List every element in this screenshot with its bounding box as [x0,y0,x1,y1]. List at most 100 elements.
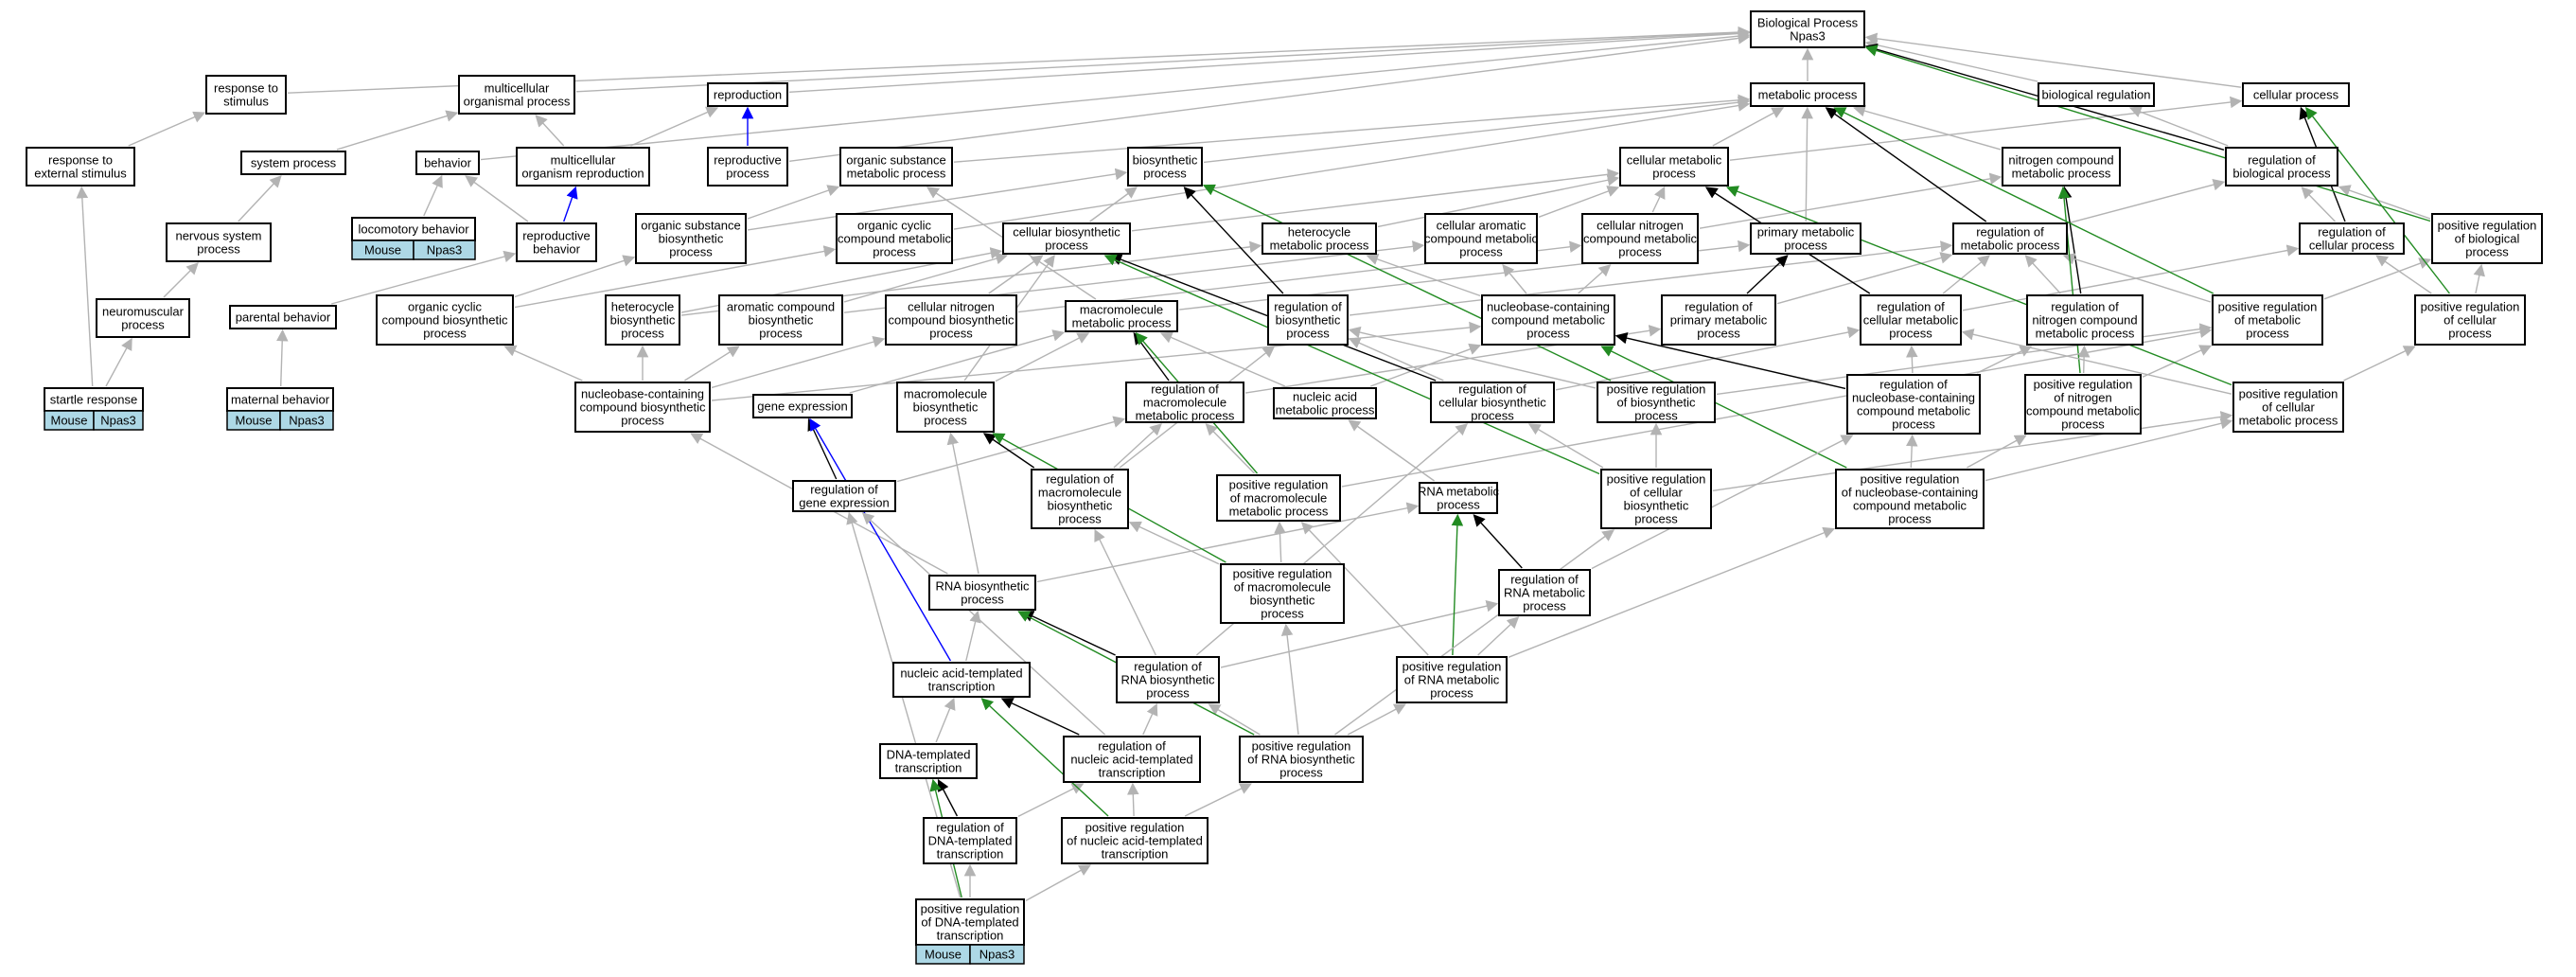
edge-is-a [1538,186,1620,218]
term-node[interactable]: behavior [415,151,480,175]
term-label-line: of cellular [2444,313,2497,328]
term-node[interactable]: gene expression [752,394,853,418]
term-box [2232,382,2344,433]
term-box [792,480,896,512]
term-label-line: nucleic acid [1293,390,1357,404]
term-box [752,394,853,418]
term-node[interactable]: regulation ofnucleobase-containingcompou… [1846,374,1981,435]
term-node[interactable]: biological regulation [2038,82,2155,107]
edge-is-a [1942,255,1990,294]
term-box [1273,387,1377,419]
term-box [1419,482,1498,514]
term-label-line: regulation of [1098,739,1166,754]
edge-is-a [1089,187,1138,222]
term-label-line: biosynthetic [1276,313,1341,328]
term-label-line: positive regulation [2034,378,2133,392]
term-box [923,817,1017,864]
term-box [1216,474,1341,522]
edge-positively-regulates [1600,346,1847,469]
edge-is-a [1184,783,1252,817]
term-label-line: system process [251,156,337,170]
term-node[interactable]: cellular process [2242,82,2350,107]
term-node[interactable]: metabolic process [1750,82,1865,107]
term-node[interactable]: parental behavior [229,305,337,329]
term-label-line: primary metabolic [1670,313,1768,328]
term-node[interactable]: regulation ofmacromoleculebiosyntheticpr… [1031,469,1129,529]
term-label-line: process [1618,245,1662,259]
term-label-line: heterocycle [611,300,674,314]
term-label-line: process [1471,409,1514,423]
term-node[interactable]: reproduction [707,82,788,107]
term-label-line: metabolic process [1758,88,1858,102]
term-node[interactable]: system process [240,151,346,175]
edge-is-a [1348,326,1597,389]
term-label-line: reproductive [522,229,591,243]
term-label-line: process [1523,599,1566,613]
